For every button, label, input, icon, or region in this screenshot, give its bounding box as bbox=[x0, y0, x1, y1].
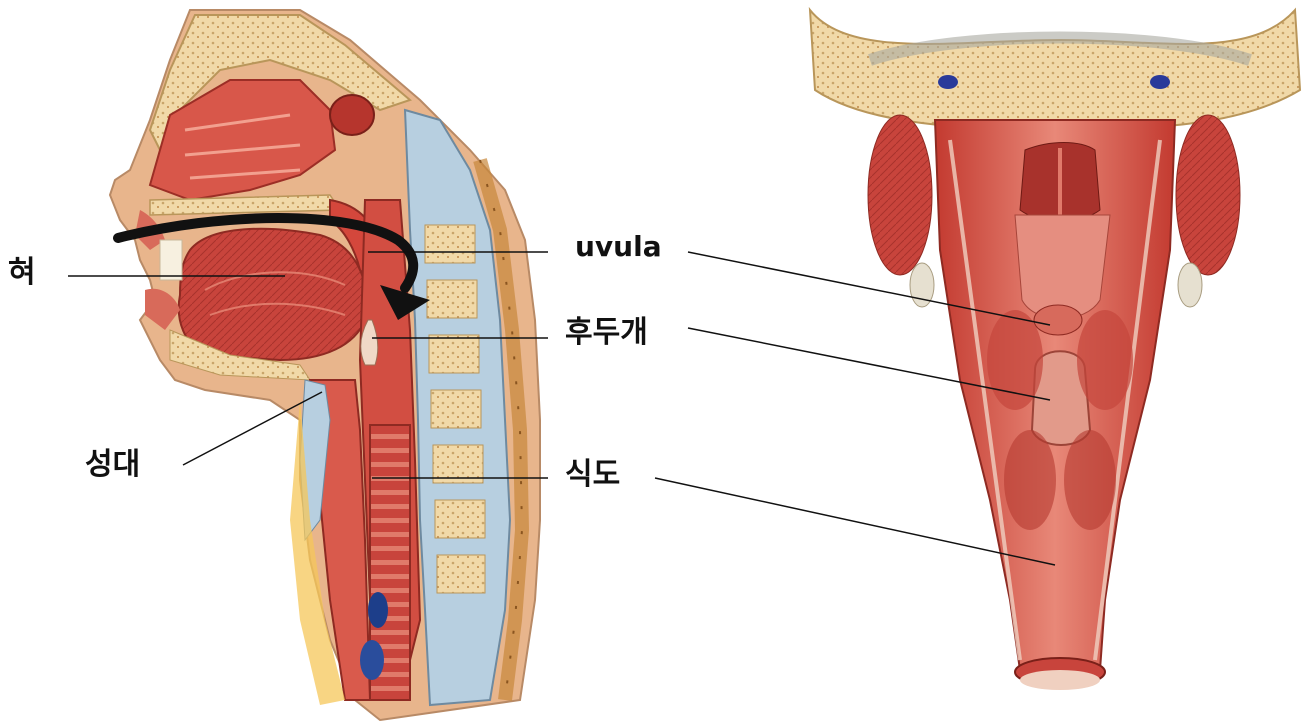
vein-2 bbox=[360, 640, 384, 680]
label-tongue: 혀 bbox=[8, 258, 36, 288]
vein-1 bbox=[368, 592, 388, 628]
skull-base bbox=[810, 10, 1300, 130]
label-esophagus: 식도 bbox=[565, 460, 620, 490]
label-vocal-cords: 성대 bbox=[85, 450, 140, 480]
tongue-shape bbox=[179, 229, 367, 360]
uvula-tip bbox=[1034, 305, 1082, 335]
label-epiglottis: 후두개 bbox=[565, 318, 648, 348]
posterior-view bbox=[810, 10, 1300, 690]
left-side-muscle bbox=[868, 115, 932, 275]
sphenoid-sinus bbox=[330, 95, 374, 135]
right-side-muscle bbox=[1176, 115, 1240, 275]
label-uvula: uvula bbox=[575, 233, 662, 261]
teeth bbox=[160, 240, 182, 280]
sagittal-section bbox=[110, 10, 540, 720]
soft-palate-back bbox=[1015, 215, 1110, 319]
